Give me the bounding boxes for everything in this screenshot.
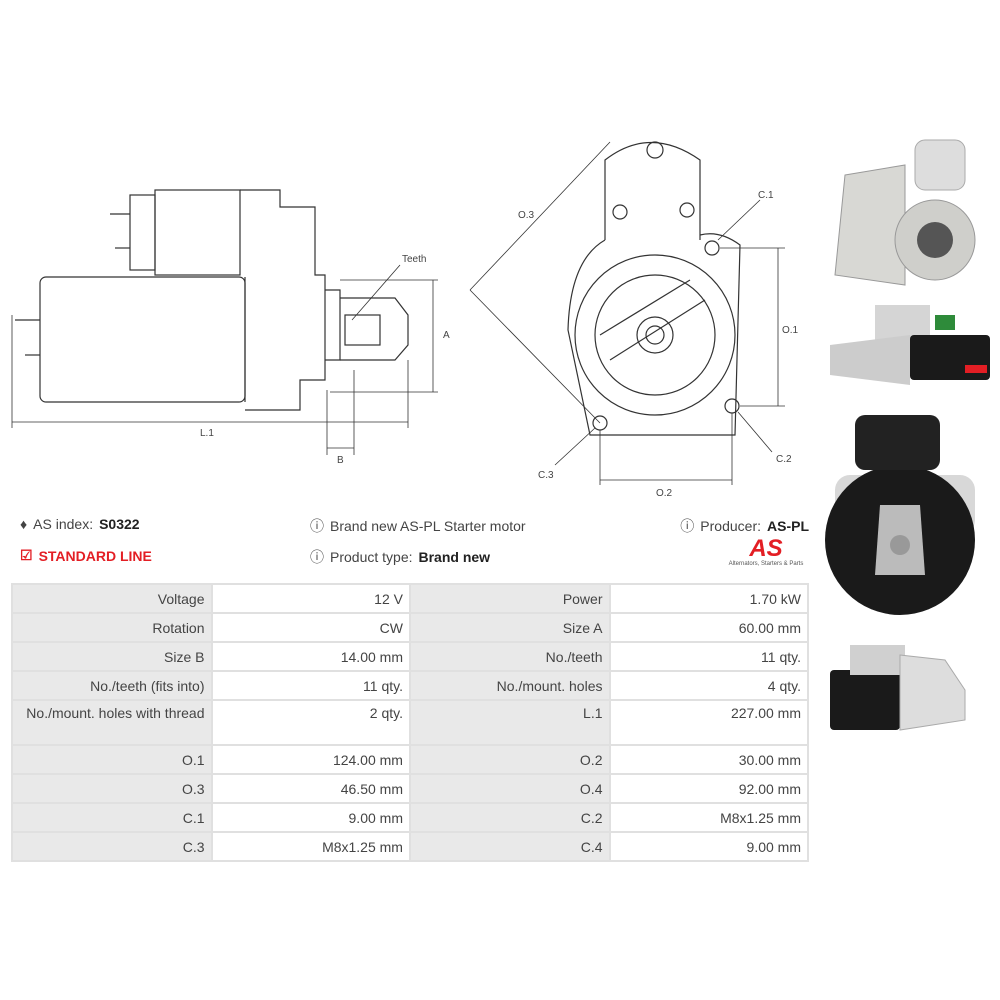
label-o3: O.3	[518, 210, 535, 221]
side-view-diagram: Teeth A L.1 B	[11, 189, 450, 466]
checkbox-icon: ☑	[20, 547, 33, 563]
product-type-value: Brand new	[418, 549, 491, 565]
spec-label: No./mount. holes	[408, 670, 611, 701]
spec-value: 60.00 mm	[608, 612, 809, 643]
spec-label: C.3	[11, 831, 213, 862]
label-c2: C.2	[776, 454, 792, 465]
spec-value: CW	[210, 612, 411, 643]
spec-label: O.1	[11, 744, 213, 775]
product-photo-4	[830, 645, 966, 731]
label-l1: L.1	[200, 428, 214, 439]
spec-label: C.1	[11, 802, 213, 833]
line-label: STANDARD LINE	[38, 547, 152, 564]
spec-label: Voltage	[11, 583, 213, 614]
as-pl-logo: AS Alternators, Starters & Parts	[720, 535, 812, 568]
spec-label: Size B	[11, 641, 213, 672]
label-b: B	[337, 455, 344, 466]
label-a: A	[443, 330, 450, 341]
spec-label: No./teeth	[408, 641, 611, 672]
product-photo-2	[830, 305, 990, 385]
label-c1: C.1	[758, 190, 774, 201]
as-index-value: S0322	[99, 516, 140, 532]
spec-label: No./teeth (fits into)	[11, 670, 213, 701]
spec-label: C.4	[408, 831, 611, 862]
spec-value: 92.00 mm	[608, 773, 809, 804]
spec-label: O.2	[408, 744, 611, 775]
spec-value: 11 qty.	[608, 641, 809, 672]
spec-row: No./teeth (fits into)11 qty.No./mount. h…	[11, 670, 809, 701]
as-index: ♦ AS index: S0322	[20, 516, 140, 532]
spec-label: O.3	[11, 773, 213, 804]
product-type-label: Product type:	[330, 549, 413, 565]
label-o1: O.1	[782, 325, 799, 336]
spec-label: No./mount. holes with thread	[11, 699, 213, 746]
product-photo-3	[825, 415, 975, 615]
front-view-diagram: O.3 C.1 O.1 C.2 C.3 O.2	[469, 141, 799, 499]
spec-value: 1.70 kW	[608, 583, 809, 614]
description-text: Brand new AS-PL Starter motor	[330, 518, 526, 534]
spec-value: M8x1.25 mm	[608, 802, 809, 833]
spec-value: 9.00 mm	[210, 802, 411, 833]
producer-label: Producer:	[700, 518, 761, 534]
product-type: ⓘ Product type: Brand new	[310, 547, 490, 567]
info-icon: ⓘ	[310, 549, 324, 565]
spec-value: 12 V	[210, 583, 411, 614]
label-teeth: Teeth	[402, 254, 426, 265]
spec-value: 14.00 mm	[210, 641, 411, 672]
spec-value: 11 qty.	[210, 670, 411, 701]
description: ⓘ Brand new AS-PL Starter motor	[310, 516, 526, 536]
spec-label: C.2	[408, 802, 611, 833]
info-icon: ⓘ	[680, 518, 695, 534]
spec-value: 2 qty.	[210, 699, 411, 746]
producer: ⓘ Producer: AS-PL	[680, 516, 809, 536]
info-icon: ⓘ	[310, 518, 324, 534]
spec-value: 227.00 mm	[608, 699, 809, 746]
spec-value: M8x1.25 mm	[210, 831, 411, 862]
spec-label: Power	[408, 583, 611, 614]
standard-line: ☑ STANDARD LINE	[20, 547, 152, 564]
spec-value: 124.00 mm	[210, 744, 411, 775]
producer-value: AS-PL	[767, 518, 809, 534]
tags-icon: ♦	[20, 516, 28, 532]
spec-label: Rotation	[11, 612, 213, 643]
label-o2: O.2	[656, 488, 673, 499]
label-c3: C.3	[538, 470, 554, 481]
spec-label: Size A	[408, 612, 611, 643]
spec-label: L.1	[408, 699, 611, 746]
logo-mark: AS	[749, 535, 783, 562]
spec-value: 4 qty.	[608, 670, 809, 701]
spec-value: 30.00 mm	[608, 744, 809, 775]
spec-value: 9.00 mm	[608, 831, 809, 862]
product-photo-1	[834, 139, 976, 286]
spec-value: 46.50 mm	[210, 773, 411, 804]
logo-tagline: Alternators, Starters & Parts	[728, 561, 804, 567]
as-index-label: AS index:	[33, 516, 94, 532]
spec-label: O.4	[408, 773, 611, 804]
product-photos	[825, 139, 990, 731]
